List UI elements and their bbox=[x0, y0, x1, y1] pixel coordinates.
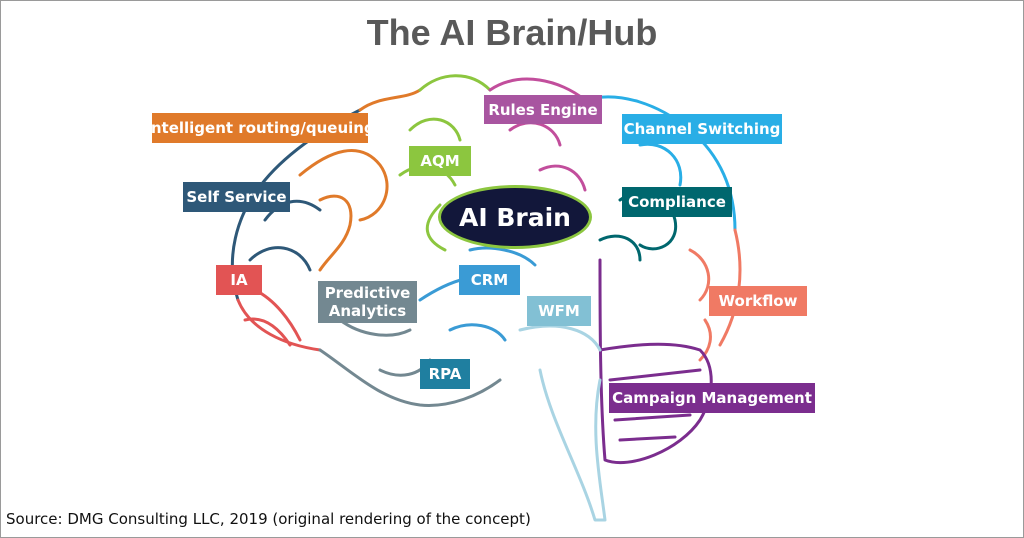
brain-rules-region bbox=[488, 77, 587, 192]
source-caption: Source: DMG Consulting LLC, 2019 (origin… bbox=[6, 510, 531, 528]
label-ia: IA bbox=[216, 265, 262, 295]
diagram-title: The AI Brain/Hub bbox=[366, 12, 658, 53]
label-crm: CRM bbox=[459, 265, 520, 295]
label-self-service: Self Service bbox=[183, 182, 290, 212]
brain-orange-region bbox=[298, 88, 422, 272]
label-compliance: Compliance bbox=[622, 187, 732, 217]
brain-predictive-region bbox=[318, 318, 502, 407]
label-predictive-analytics: Predictive Analytics bbox=[318, 281, 417, 323]
label-rpa: RPA bbox=[420, 359, 470, 389]
label-channel-switching: Channel Switching bbox=[622, 114, 782, 144]
brain-frontal-fold bbox=[248, 199, 322, 272]
label-workflow: Workflow bbox=[709, 286, 807, 316]
label-aqm: AQM bbox=[409, 146, 471, 176]
label-rules-engine: Rules Engine bbox=[484, 95, 602, 124]
brain-aqm-region bbox=[398, 74, 492, 252]
brain-cerebellum bbox=[598, 258, 713, 465]
label-campaign-management: Campaign Management bbox=[609, 383, 815, 413]
brain-ia-region bbox=[236, 288, 322, 352]
ai-brain-center: AI Brain bbox=[438, 185, 592, 249]
label-intelligent-routing: Intelligent routing/queuing bbox=[145, 113, 375, 143]
brain-stem bbox=[518, 324, 607, 522]
label-wfm: WFM bbox=[527, 296, 591, 326]
